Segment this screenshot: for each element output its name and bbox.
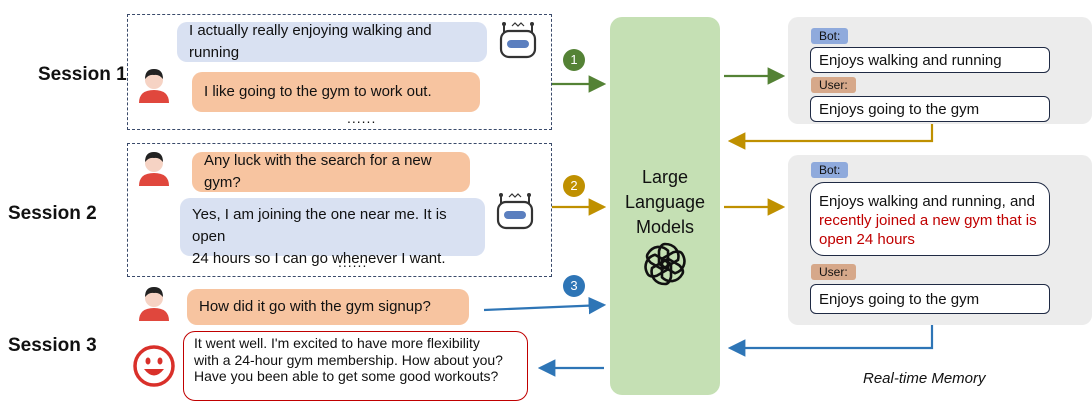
session-2-label: Session 2 bbox=[8, 203, 97, 224]
llm-label-line-1: Large bbox=[641, 167, 689, 187]
arrow-session3-to-llm bbox=[483, 296, 607, 315]
reply-line-2: with a 24-hour gym membership. How about… bbox=[194, 351, 503, 368]
memory-2-bot-tag: Bot: bbox=[811, 162, 849, 178]
openai-logo-icon bbox=[644, 242, 686, 286]
step-3-badge: 3 bbox=[563, 275, 585, 297]
memory-2-bot-text: Enjoys walking and running, and recently… bbox=[810, 182, 1050, 256]
llm-block: Large Language Models bbox=[610, 17, 720, 395]
llm-label-line-2: Language bbox=[624, 192, 706, 212]
session-2-bot-message: Yes, I am joining the one near me. It is… bbox=[180, 198, 485, 267]
memory-2-bot-line-2: recently joined a new gym that is bbox=[819, 212, 1037, 229]
robot-icon bbox=[496, 193, 534, 230]
user-avatar-icon bbox=[139, 152, 169, 186]
memory-1-bot-text: Enjoys walking and running bbox=[810, 47, 1050, 73]
memory-2-bot-line-3: open 24 hours bbox=[819, 231, 915, 248]
reply-line-3: Have you been able to get some good work… bbox=[194, 368, 499, 384]
arrow-memory1-to-llm bbox=[727, 124, 934, 150]
session-2-bot-line-2: 24 hours so I can go whenever I want. bbox=[192, 250, 446, 267]
session-1-ellipsis: ...... bbox=[347, 110, 377, 126]
llm-label: Large Language Models bbox=[610, 165, 720, 240]
session-1-box bbox=[127, 14, 552, 130]
memory-1-user-tag: User: bbox=[811, 77, 856, 93]
session-2-user-message: Any luck with the search for a new gym? bbox=[192, 152, 470, 192]
session-1-label: Session 1 bbox=[38, 64, 127, 85]
user-avatar-icon bbox=[139, 287, 169, 321]
session-1-user-message: I like going to the gym to work out. bbox=[192, 72, 480, 112]
memory-1-user-text: Enjoys going to the gym bbox=[810, 96, 1050, 122]
memory-2-bot-line-1: Enjoys walking and running, and bbox=[819, 193, 1035, 210]
user-avatar-icon bbox=[139, 69, 169, 103]
memory-2-user-tag: User: bbox=[811, 264, 856, 280]
session-3-user-message: How did it go with the gym signup? bbox=[187, 289, 469, 325]
memory-1-bot-tag: Bot: bbox=[811, 28, 849, 44]
arrow-memory2-to-llm bbox=[727, 325, 934, 357]
llm-label-line-3: Models bbox=[635, 217, 695, 237]
session-1-bot-message: I actually really enjoying walking and r… bbox=[177, 22, 487, 62]
smiley-face-icon bbox=[133, 345, 175, 387]
step-2-badge: 2 bbox=[563, 175, 585, 197]
session-3-label: Session 3 bbox=[8, 335, 97, 356]
memory-2-user-text: Enjoys going to the gym bbox=[810, 284, 1050, 314]
session-3-reply: It went well. I'm excited to have more f… bbox=[183, 331, 528, 401]
session-2-ellipsis: ...... bbox=[338, 254, 368, 270]
step-1-badge: 1 bbox=[563, 49, 585, 71]
session-2-bot-line-1: Yes, I am joining the one near me. It is… bbox=[192, 206, 447, 245]
reply-line-1: It went well. I'm excited to have more f… bbox=[194, 335, 480, 351]
real-time-memory-caption: Real-time Memory bbox=[863, 370, 986, 387]
session-2-box bbox=[127, 143, 552, 277]
robot-icon bbox=[499, 22, 537, 59]
